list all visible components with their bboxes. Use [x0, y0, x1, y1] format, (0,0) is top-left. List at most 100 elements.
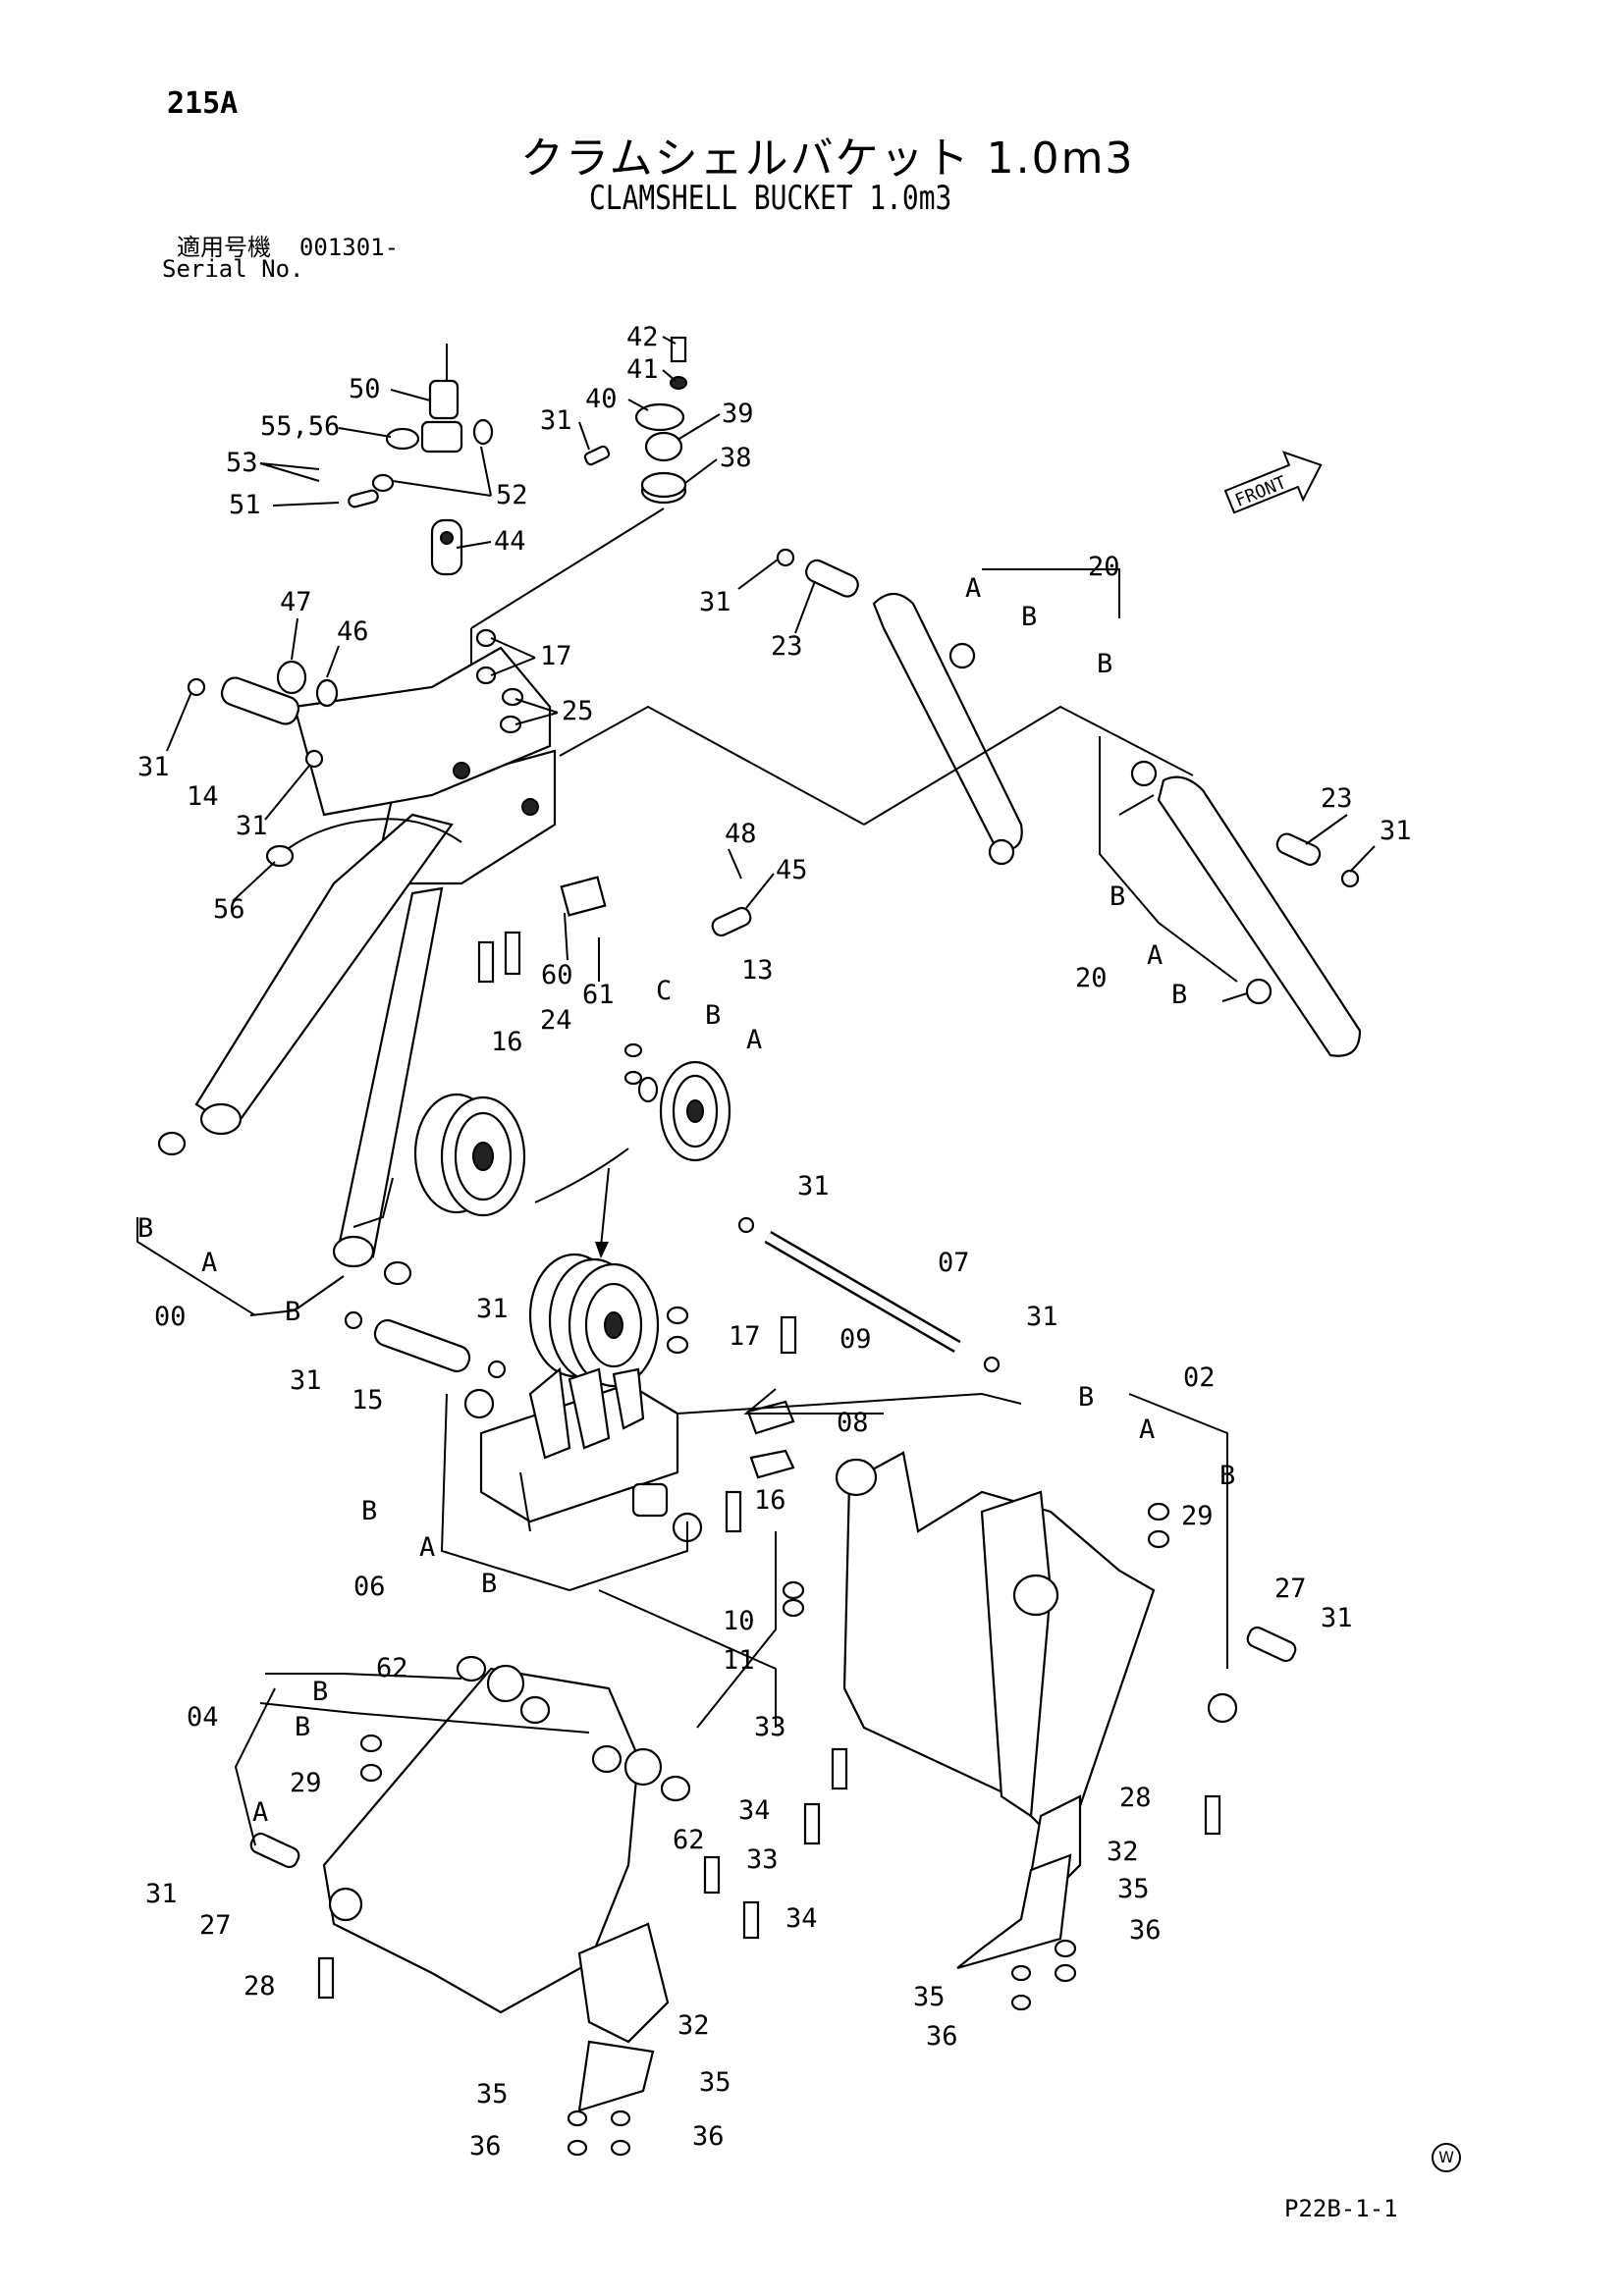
front-arrow-icon: FRONT — [1223, 451, 1323, 514]
callout-31: 31 — [137, 752, 170, 782]
callout-17: 17 — [729, 1321, 761, 1352]
callout-36: 36 — [1129, 1915, 1162, 1946]
callout-38: 38 — [720, 443, 752, 473]
callout-10: 10 — [723, 1606, 755, 1636]
callout-31: 31 — [1321, 1603, 1353, 1633]
callout-16: 16 — [754, 1485, 786, 1516]
callout-B: B — [295, 1712, 310, 1742]
callout-B: B — [312, 1677, 328, 1707]
page-number: 215A — [167, 86, 239, 121]
callout-34: 34 — [738, 1795, 771, 1826]
callout-A: A — [1139, 1415, 1155, 1445]
callout-11: 11 — [723, 1645, 755, 1676]
callout-B: B — [705, 1000, 721, 1031]
callout-32: 32 — [677, 2010, 710, 2041]
callout-36: 36 — [469, 2131, 502, 2162]
sheave-upper-right — [623, 1042, 731, 1162]
callout-62: 62 — [673, 1825, 705, 1855]
callout-31: 31 — [476, 1294, 509, 1324]
callout-B: B — [1219, 1461, 1235, 1491]
callout-15: 15 — [352, 1385, 384, 1415]
callout-31: 31 — [1026, 1302, 1058, 1332]
callout-B: B — [1078, 1382, 1094, 1413]
tooth-32-left — [577, 2040, 655, 2112]
callout-16: 16 — [491, 1027, 523, 1057]
link-20-lower — [1130, 760, 1362, 1057]
callout-14: 14 — [187, 781, 219, 812]
callout-A: A — [201, 1248, 217, 1278]
callout-46: 46 — [337, 616, 369, 647]
callout-31: 31 — [145, 1879, 178, 1909]
callout-A: A — [419, 1532, 435, 1563]
callout-36: 36 — [692, 2121, 725, 2152]
pin-15 — [344, 1310, 507, 1379]
callout-B: B — [1021, 602, 1037, 632]
callout-08: 08 — [837, 1408, 869, 1438]
callout-29: 29 — [1181, 1501, 1214, 1531]
title-english: CLAMSHELL BUCKET 1.0m3 — [589, 179, 952, 218]
serial-line-japanese: 適用号機 001301- — [177, 228, 399, 262]
callout-29: 29 — [290, 1768, 322, 1798]
callout-32: 32 — [1107, 1837, 1139, 1867]
callout-27: 27 — [199, 1910, 232, 1941]
callout-44: 44 — [494, 526, 526, 557]
callout-31: 31 — [540, 405, 572, 436]
callout-06: 06 — [353, 1572, 386, 1602]
callout-35: 35 — [913, 1982, 946, 2012]
callout-31: 31 — [699, 587, 731, 617]
callout-B: B — [361, 1496, 377, 1526]
callout-31: 31 — [797, 1171, 830, 1201]
callout-31: 31 — [1380, 816, 1412, 846]
callout-02: 02 — [1183, 1362, 1216, 1393]
shackle-assembly — [348, 344, 494, 576]
watermark-symbol: W — [1432, 2143, 1461, 2172]
callout-28: 28 — [1119, 1783, 1152, 1813]
callout-33: 33 — [746, 1844, 779, 1875]
bucket-half-front — [249, 1664, 670, 2044]
callout-55-56: 55,56 — [260, 411, 340, 442]
drawing-code: P22B-1-1 — [1284, 2195, 1398, 2222]
callout-61: 61 — [582, 980, 615, 1010]
serial-label-english: Serial No. — [162, 255, 304, 283]
callout-35: 35 — [1117, 1874, 1150, 1904]
callout-B: B — [285, 1297, 300, 1327]
callout-62: 62 — [376, 1653, 408, 1683]
callout-07: 07 — [938, 1248, 970, 1278]
callout-47: 47 — [280, 587, 312, 617]
callout-36: 36 — [926, 2021, 958, 2052]
callout-56: 56 — [213, 894, 245, 925]
callout-45: 45 — [776, 855, 808, 885]
callout-23: 23 — [1321, 783, 1353, 814]
callout-35: 35 — [699, 2067, 731, 2098]
callout-41: 41 — [626, 354, 659, 385]
callout-28: 28 — [244, 1971, 276, 2002]
callout-40: 40 — [585, 384, 618, 414]
callout-48: 48 — [725, 819, 757, 849]
callout-A: A — [1147, 940, 1163, 971]
callout-24: 24 — [540, 1005, 572, 1036]
callout-C: C — [656, 976, 672, 1006]
callout-51: 51 — [229, 490, 261, 520]
callout-31: 31 — [236, 811, 268, 841]
callout-42: 42 — [626, 322, 659, 352]
callout-B: B — [1097, 649, 1112, 679]
callout-25: 25 — [562, 696, 594, 726]
callout-A: A — [746, 1025, 762, 1055]
link-20-upper — [776, 548, 1023, 866]
upper-frame-00 — [157, 646, 557, 1286]
callout-09: 09 — [839, 1324, 872, 1355]
callout-13: 13 — [741, 955, 774, 986]
callout-20: 20 — [1075, 963, 1108, 993]
callout-34: 34 — [785, 1903, 818, 1934]
sheave-stack-lower — [528, 1253, 660, 1388]
callout-53: 53 — [226, 448, 258, 478]
callout-00: 00 — [154, 1302, 187, 1332]
callout-B: B — [481, 1569, 497, 1599]
pin-14 — [187, 660, 462, 868]
lower-block-06 — [463, 1366, 703, 1543]
callout-50: 50 — [349, 374, 381, 404]
bucket-half-rear — [835, 1451, 1297, 1896]
fasteners — [317, 628, 1221, 2157]
callout-B: B — [1110, 881, 1125, 912]
callout-27: 27 — [1274, 1574, 1307, 1604]
